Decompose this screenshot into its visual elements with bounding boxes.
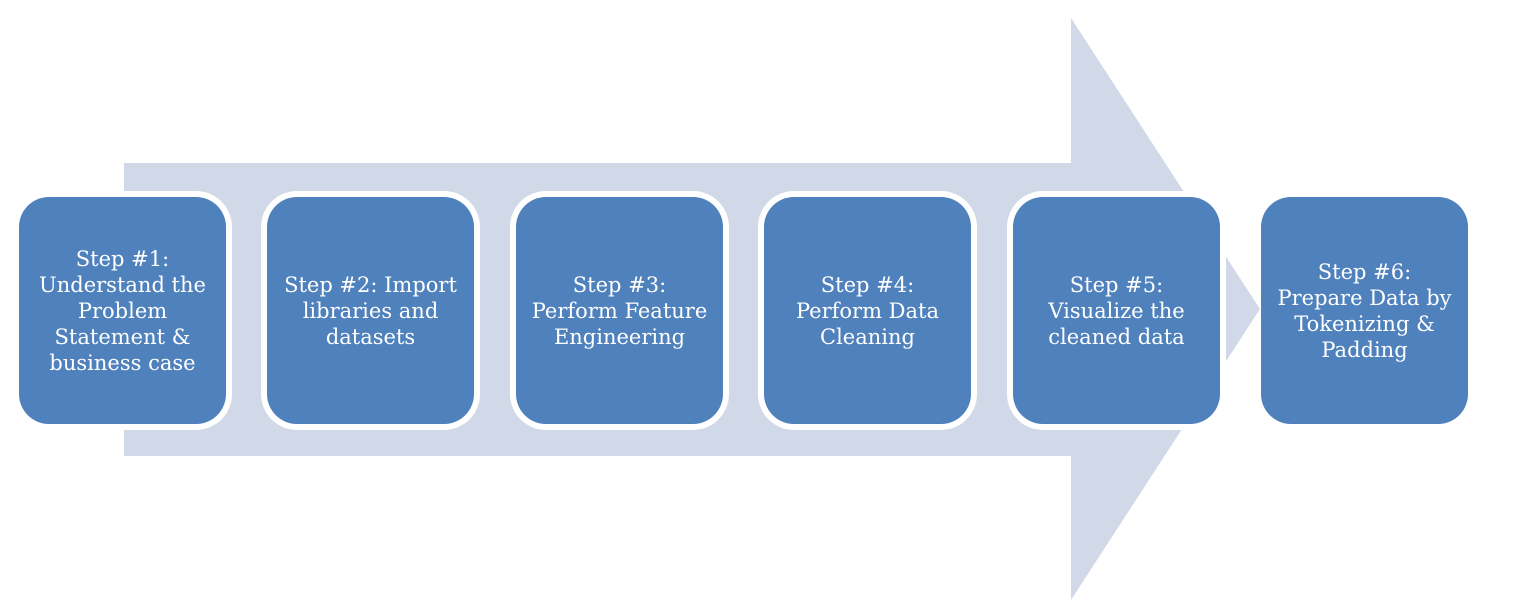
step-3-label: Step #3: Perform Feature Engineering [531,272,708,349]
step-4-box: Step #4: Perform Data Cleaning [764,197,971,424]
step-1-label: Step #1: Understand the Problem Statemen… [39,246,206,375]
step-4-label: Step #4: Perform Data Cleaning [795,272,939,349]
step-1-box: Step #1: Understand the Problem Statemen… [19,197,226,424]
step-5-label: Step #5: Visualize the cleaned data [1048,272,1185,349]
step-6-box: Step #6: Prepare Data by Tokenizing & Pa… [1261,197,1468,424]
step-3-box: Step #3: Perform Feature Engineering [516,197,723,424]
step-2-label: Step #2: Import libraries and datasets [284,272,457,349]
step-5-box: Step #5: Visualize the cleaned data [1013,197,1220,424]
step-2-box: Step #2: Import libraries and datasets [267,197,474,424]
step-6-label: Step #6: Prepare Data by Tokenizing & Pa… [1277,259,1452,362]
